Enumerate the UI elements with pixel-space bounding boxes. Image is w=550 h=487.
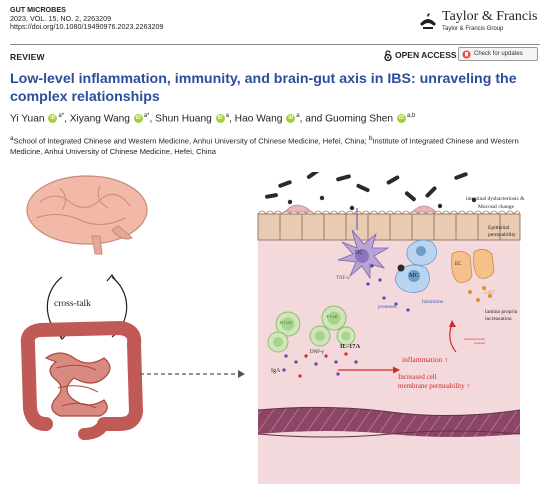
blood-vessel — [257, 406, 521, 438]
mast-cells — [395, 239, 437, 293]
brain-illustration — [26, 175, 148, 255]
article-type: REVIEW — [10, 52, 45, 62]
author-name[interactable]: Shun Huang — [155, 113, 212, 125]
il-17a-label: IL-17A — [340, 343, 361, 350]
membrane-permeability-label: membrane permeability ↑ — [398, 382, 470, 390]
author-name[interactable]: Xiyang Wang — [69, 113, 130, 125]
check-for-updates-button[interactable]: Check for updates — [458, 47, 538, 61]
affil-text-a: School of Integrated Chinese and Western… — [13, 136, 369, 146]
cytokine-dots — [282, 264, 410, 378]
author-name[interactable]: Guoming Shen — [325, 113, 394, 125]
publisher-group: Taylor & Francis Group — [442, 26, 504, 32]
check-for-updates-label: Check for updates — [474, 51, 523, 57]
orcid-icon[interactable]: iD — [215, 114, 225, 124]
b-cell-label: B Cell — [280, 320, 292, 325]
ec-label: EC — [455, 262, 462, 267]
orcid-icon[interactable]: iD — [396, 114, 406, 124]
author-affiliation-marker: a,b — [406, 113, 416, 119]
affiliations: aSchool of Integrated Chinese and Wester… — [10, 134, 540, 157]
tnf-alpha-label: TNF-α — [336, 276, 350, 281]
proteases-label: proteases — [378, 305, 397, 310]
iga-label: IgA — [271, 368, 281, 374]
small-note-2: response — [474, 341, 486, 345]
epithelial-label: Epithelial — [488, 225, 510, 231]
epithelial-permeability-label: permeability — [488, 232, 516, 238]
journal-name: GUT MICROBES — [10, 5, 66, 14]
author-affiliation-marker: a — [225, 113, 229, 119]
orcid-icon[interactable]: iD — [133, 114, 143, 124]
affil-text-b: Institute of Integrated Chinese and West… — [10, 136, 519, 156]
author-separator: , and — [299, 113, 326, 125]
bacteria-group — [265, 172, 477, 211]
open-access-badge: OPEN ACCESS — [384, 48, 457, 62]
dc-label: DC — [355, 250, 364, 256]
journal-doi-link[interactable]: https://doi.org/10.1080/19490976.2023.22… — [10, 22, 164, 32]
journal-header: GUT MICROBES 2023, VOL. 15, NO. 2, 22632… — [10, 5, 164, 32]
effect-arrows — [338, 320, 457, 374]
gut-illustration — [20, 320, 144, 440]
lamp-icon — [420, 13, 436, 29]
cross-talk-label: cross-talk — [54, 299, 91, 309]
author-separator: , — [64, 113, 70, 125]
affil-marker-a: a — [10, 135, 14, 142]
header-divider — [10, 44, 540, 45]
orcid-icon[interactable]: iD — [48, 114, 58, 124]
mc-label: MC — [409, 272, 420, 279]
histamine-label: histamine — [422, 299, 444, 305]
open-lock-icon — [384, 49, 392, 61]
small-note-1: Intestinal barrier — [464, 337, 486, 341]
epithelium-layer — [257, 204, 521, 241]
gut-to-detail-arrow — [140, 370, 245, 378]
author-affiliation-marker: a* — [58, 113, 65, 119]
graphical-abstract: cross-talk intestinal dysbacteriosis & M… — [0, 172, 550, 487]
author-name[interactable]: Hao Wang — [234, 113, 283, 125]
author-affiliation-marker: a* — [143, 113, 150, 119]
figure-graphics — [20, 172, 521, 484]
author-separator: , — [149, 113, 156, 125]
dendritic-cell — [337, 208, 390, 280]
t-cell-label: T Cell — [326, 314, 338, 319]
inflammation-label: inflammation ↑ — [402, 355, 449, 364]
publisher-logo[interactable]: Taylor & Francis Taylor & Francis Group — [418, 7, 544, 39]
author-name[interactable]: Yi Yuan — [10, 113, 45, 125]
lamina-increasation-label: increasation — [485, 316, 512, 322]
open-access-label: OPEN ACCESS — [395, 50, 457, 60]
mucosal-change-label: Mucosal change — [478, 204, 514, 210]
affil-marker-b: b — [368, 135, 373, 142]
article-title: Low-level inflammation, immunity, and br… — [10, 71, 517, 105]
bookmark-update-icon — [462, 50, 471, 58]
author-affiliation-marker: a — [296, 113, 300, 119]
orcid-icon[interactable]: iD — [286, 114, 296, 124]
author-separator: , — [229, 113, 235, 125]
lamina-propria-label: lamina propria — [485, 309, 518, 315]
increased-cell-label: Increased cell — [398, 373, 437, 381]
enterochromaffin-cells — [451, 249, 495, 302]
5ht-label: 5-HT — [484, 291, 495, 296]
dysbacteriosis-label: intestinal dysbacteriosis & — [466, 196, 525, 202]
publisher-name: Taylor & Francis — [442, 9, 538, 24]
lymphocytes — [267, 305, 356, 353]
journal-volume: 2023, VOL. 15, NO. 2, 2263209 — [10, 13, 112, 23]
dnf-gamma-label: DNF-γ — [310, 350, 324, 355]
